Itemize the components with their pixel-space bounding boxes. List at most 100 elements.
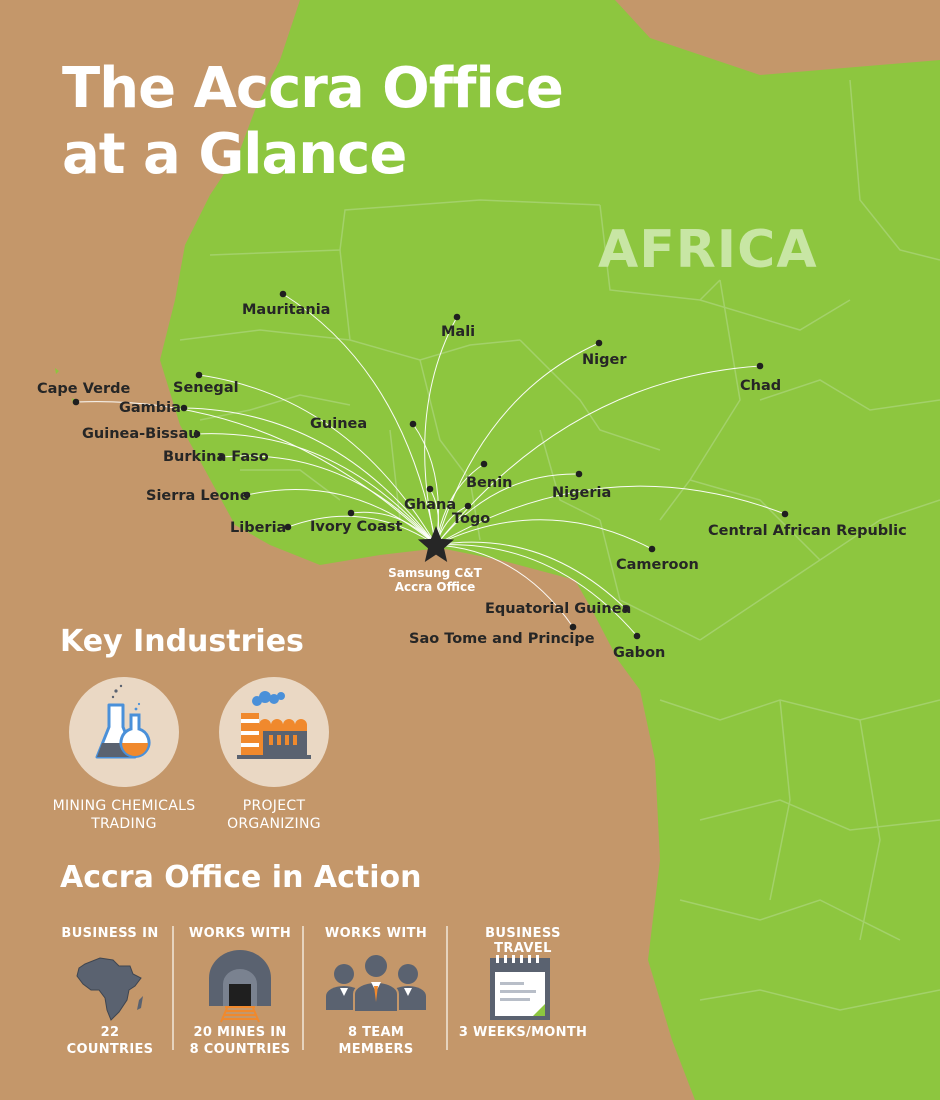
connection-line-liberia: [287, 515, 437, 546]
country-marker-chad: [756, 362, 764, 370]
title-line-2: at a Glance: [62, 122, 407, 187]
title-line-1: The Accra Office: [62, 56, 564, 121]
office-label-line-1: Samsung C&T: [388, 566, 482, 580]
country-label-guinea-bissau: Guinea-Bissau: [82, 426, 199, 442]
country-label-guinea: Guinea: [310, 416, 368, 432]
continent-label: AFRICA: [598, 220, 818, 280]
country-marker-cape-verde: [72, 398, 80, 406]
country-label-sao-tome-and-principe: Sao Tome and Principe: [409, 631, 595, 647]
stat-value-line-1: 3 WEEKS/MONTH: [458, 1025, 588, 1040]
country-marker-benin: [480, 460, 488, 468]
country-label-gabon: Gabon: [613, 645, 666, 661]
key-industries-title: Key Industries: [60, 624, 304, 659]
connection-line-sierra-leone: [246, 489, 437, 546]
country-marker-central-african-republic: [781, 510, 789, 518]
country-marker-senegal: [195, 371, 203, 379]
country-marker-sierra-leone: [243, 491, 251, 499]
connection-line-senegal: [198, 374, 437, 546]
connection-line-chad: [435, 365, 761, 546]
connection-line-niger: [435, 342, 600, 546]
industry-icon-circle: [69, 677, 179, 787]
country-marker-togo: [464, 502, 472, 510]
country-label-central-african-republic: Central African Republic: [708, 523, 907, 539]
country-label-burkina-faso: Burkina Faso: [163, 449, 269, 465]
industry-project-organizing: PROJECT ORGANIZING: [194, 677, 354, 833]
country-label-chad: Chad: [740, 378, 782, 394]
country-marker-burkina-faso: [218, 453, 226, 461]
country-label-sierra-leone: Sierra Leone: [146, 488, 250, 504]
country-label-ghana: Ghana: [404, 497, 457, 513]
stat-value-line-1: 8 TEAM MEMBERS: [338, 1025, 414, 1057]
africa-map-icon: [76, 957, 143, 1021]
factory-icon: [237, 691, 311, 759]
country-marker-mali: [453, 313, 461, 321]
connection-line-cape-verde: [75, 401, 437, 546]
industry-caption-line-1: MINING CHEMICALS: [52, 798, 196, 814]
country-label-gambia: Gambia: [119, 400, 181, 416]
page-title: The Accra Office at a Glance: [62, 56, 564, 188]
stat-divider: [446, 926, 448, 1050]
country-label-equatorial-guinea: Equatorial Guinea: [485, 601, 632, 617]
stat-heading: WORKS WITH: [324, 926, 428, 941]
industry-caption: PROJECT ORGANIZING: [194, 797, 354, 833]
connection-line-nigeria: [435, 473, 580, 546]
country-label-ivory-coast: Ivory Coast: [310, 519, 403, 535]
country-label-nigeria: Nigeria: [552, 485, 612, 501]
stat-divider: [302, 926, 304, 1050]
country-label-mali: Mali: [441, 324, 476, 340]
country-label-cape-verde: Cape Verde: [37, 381, 131, 397]
country-label-cameroon: Cameroon: [616, 557, 699, 573]
connection-line-gambia: [183, 407, 437, 546]
country-marker-guinea: [409, 420, 417, 428]
connection-line-burkina-faso: [221, 455, 437, 546]
industry-caption: MINING CHEMICALS TRADING: [44, 797, 204, 833]
country-marker-nigeria: [575, 470, 583, 478]
country-label-mauritania: Mauritania: [242, 302, 331, 318]
stat-value-line-2: 8 COUNTRIES: [189, 1042, 291, 1057]
stat-heading: WORKS WITH: [188, 926, 292, 941]
connection-line-guinea-bissau: [196, 433, 437, 546]
industry-caption-line-1: PROJECT: [242, 798, 306, 814]
country-marker-mauritania: [279, 290, 287, 298]
chemistry-flask-icon: [95, 684, 151, 759]
country-marker-sao-tome-and-principe: [569, 623, 577, 631]
mine-tunnel-icon: [209, 950, 271, 1023]
stat-heading: BUSINESS TRAVEL: [485, 926, 561, 956]
country-marker-ivory-coast: [347, 509, 355, 517]
country-label-benin: Benin: [466, 475, 513, 491]
connection-line-guinea: [412, 423, 439, 546]
stat-divider: [172, 926, 174, 1050]
country-marker-equatorial-guinea: [622, 605, 630, 613]
industry-caption-line-2: ORGANIZING: [227, 816, 321, 832]
country-label-togo: Togo: [452, 511, 491, 527]
connection-line-ivory-coast: [350, 511, 437, 546]
team-members-icon: [326, 953, 426, 1013]
stat-works-with-team: WORKS WITH 8 TEAM MEMBERS: [314, 926, 438, 1058]
connection-line-central-african-republic: [435, 485, 786, 546]
stat-works-with-mines: WORKS WITH 20 MINES IN 8 COUNTRIES: [185, 926, 295, 1058]
stat-value-line-1: 20 MINES IN: [193, 1025, 287, 1040]
connection-line-cameroon: [435, 519, 653, 550]
country-label-senegal: Senegal: [173, 380, 239, 396]
office-label: Samsung C&T Accra Office: [380, 566, 490, 594]
industry-mining-chemicals: MINING CHEMICALS TRADING: [44, 677, 204, 833]
africa-landmass: [160, 0, 940, 1100]
country-label-liberia: Liberia: [230, 520, 287, 536]
connection-line-equatorial-guinea: [435, 541, 627, 610]
stat-heading: BUSINESS IN: [61, 926, 159, 941]
country-label-niger: Niger: [582, 352, 627, 368]
office-star-icon: [417, 526, 455, 562]
connection-line-mali: [424, 316, 458, 546]
industry-caption-line-2: TRADING: [91, 816, 157, 832]
connection-line-gabon: [435, 544, 638, 637]
connection-line-sao-tome-and-principe: [435, 544, 574, 628]
connection-line-mauritania: [282, 293, 437, 546]
country-marker-cameroon: [648, 545, 656, 553]
in-action-title: Accra Office in Action: [60, 860, 422, 895]
industry-icon-circle: [219, 677, 329, 787]
stat-business-travel: BUSINESS TRAVEL 3 WEEKS/MONTH: [456, 926, 590, 1041]
country-marker-gabon: [633, 632, 641, 640]
country-markers: [72, 290, 789, 640]
country-marker-ghana: [426, 485, 434, 493]
